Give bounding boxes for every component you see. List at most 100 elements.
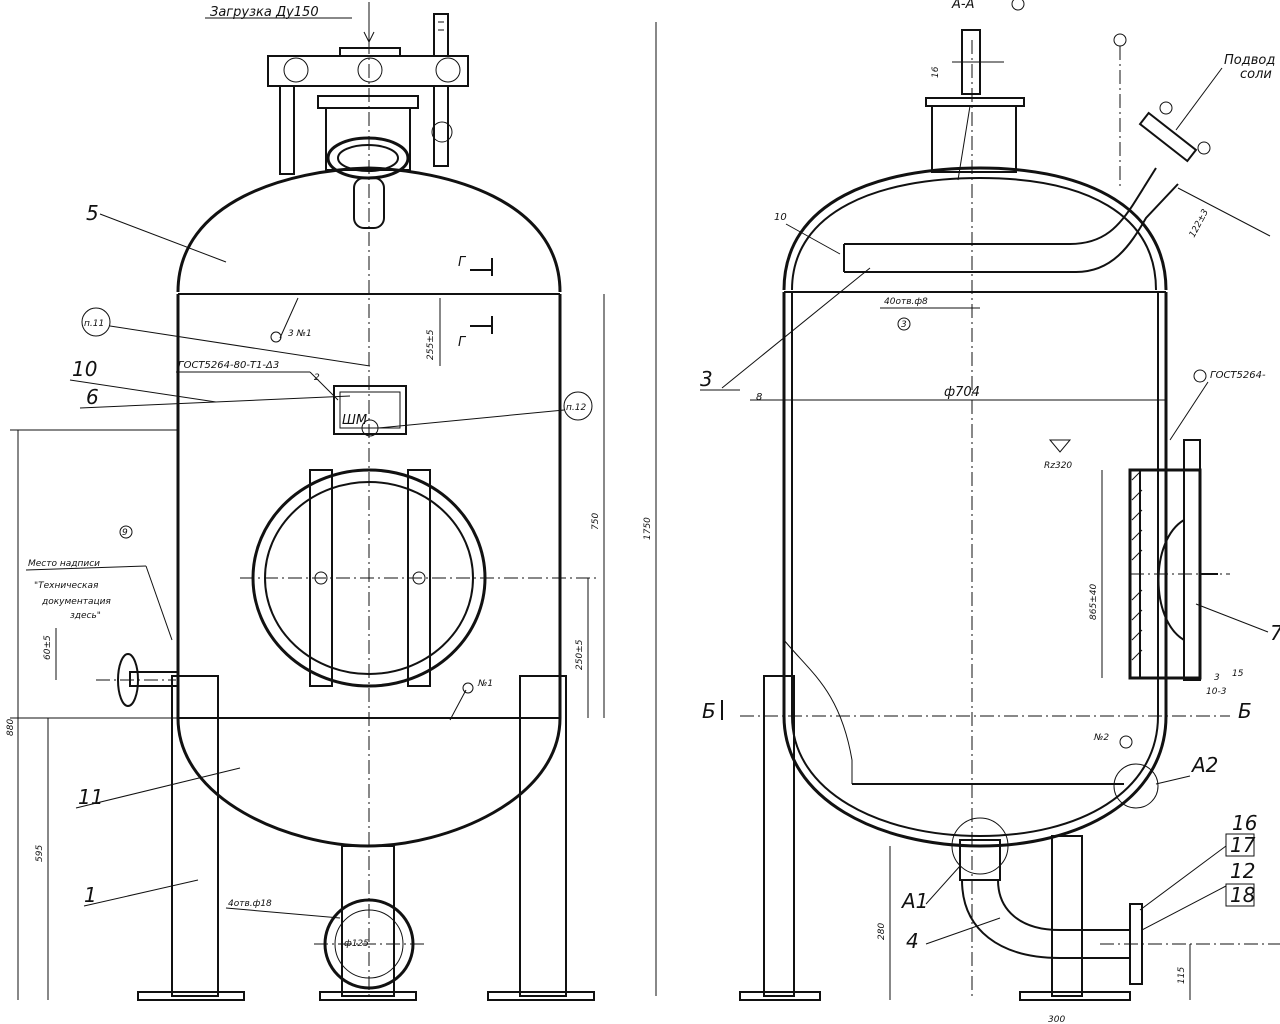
right-note-gost: ГОСТ5264- [1210,370,1266,381]
dim-115: 115 [1177,967,1187,984]
top-flange-cap [339,47,401,57]
leader-3n1 [279,297,299,339]
right-neck [931,105,1017,173]
inscription-line-1: Место надписи [28,559,100,569]
part-label-16: 16 [1232,811,1257,835]
hatch-5 [1131,549,1143,561]
leader-a1-line [925,865,961,905]
part-label-7: 7 [1270,621,1280,645]
top-stud [433,13,449,57]
note-3n1: 3 №1 [288,329,312,339]
detail-a1-circle [951,817,1009,875]
hatch-2 [1131,489,1143,501]
nameplate-inner [339,391,401,429]
section-b-right: Б [1238,699,1252,723]
part-label-10: 10 [72,357,97,381]
inscription-underline [25,565,147,571]
right-top-head-inner [791,176,1157,291]
right-bottom-head [782,715,1168,848]
hatch-9 [1131,649,1143,661]
part-label-6: 6 [86,385,99,409]
loading-label: Загрузка Ду150 [210,5,319,20]
right-note-n2: №2 [1093,733,1109,743]
note-n1: №1 [477,679,493,689]
dim-250: 250±5 [575,639,585,670]
dim-255: 255±5 [426,329,436,360]
feed-leader [1175,67,1223,131]
bubble-9 [119,525,133,539]
leader-a2-line [1155,775,1191,785]
part-label-18: 18 [1230,883,1255,907]
feed-dim-ext [1177,187,1271,237]
right-note-rz: Rz320 [1044,461,1072,471]
right-leg-left [763,675,795,997]
note-holes: 4отв.ф18 [228,899,272,909]
distributor-pipe-bottom [844,183,1179,273]
right-note-e15: 15 [1232,669,1244,679]
right-foot-left [739,991,821,1001]
right-bottom-head-inner [791,715,1159,838]
right-note-e10: 10-3 [1206,687,1227,697]
right-note-holes: 40отв.ф8 [884,297,928,307]
right-note-16: 16 [931,66,941,78]
nameplate [333,385,407,435]
part-label-4: 4 [906,929,919,953]
bubble-9-text: 9 [122,528,128,538]
frame-post-right [433,85,449,167]
bubble-p11-text: п.11 [84,319,104,329]
hatch-7 [1131,609,1143,621]
part-box-18 [1225,883,1255,907]
leader-6 [79,395,351,409]
right-bubble-3-text: 3 [901,320,907,330]
flange-bolt-left [283,57,309,83]
roughness-mark [1048,439,1072,453]
leader-a1: А1 [900,889,928,913]
side-hatch-dish [1157,519,1185,641]
dim-122: 122±3 [1188,208,1211,240]
nozzle-2-marker [1119,735,1133,749]
bottom-elbow-inner [997,879,1130,931]
right-bubble-3 [897,317,911,331]
right-foot-right [1019,991,1131,1001]
hatch-8 [1131,629,1143,641]
leader-p12 [377,409,565,429]
weld-index: 2 [314,373,320,383]
leader-1 [83,879,199,907]
frame-post-left [279,85,295,175]
dim-865: 865±40 [1089,584,1099,620]
weld-leader [309,371,339,401]
leader-4 [925,917,1001,945]
leg-right [519,675,567,997]
part-label-5: 5 [86,201,99,225]
leader-holes [225,907,341,919]
right-note-10: 10 [774,212,787,223]
bottom-outlet [959,839,1001,881]
right-neck-flange [925,97,1025,107]
leader-16 [1139,845,1227,911]
nozzle-marker-top [1113,33,1127,47]
note-pipe: ф125 [344,939,369,949]
right-top-head [782,166,1168,291]
gost-leader [1169,381,1209,441]
part-label-11: 11 [78,785,103,809]
cutaway-edge [783,639,853,784]
part-label-3: 3 [700,367,713,391]
distributor-pipe-top [844,167,1157,245]
dim-595: 595 [35,845,45,862]
inscription-line-3: документация [41,597,111,607]
right-leg-right [1051,835,1083,997]
foot-center [319,991,417,1001]
right-note-8: 8 [756,392,762,403]
inscription-line-4: здесь" [70,611,101,621]
dim-750: 750 [591,513,601,530]
nozzle-mark-3 [270,331,282,343]
note-lim: ШМ [342,413,367,428]
section-b-left: Б [702,699,716,723]
section-aa-label: А-А [951,0,974,12]
section-g-bottom: Г [458,335,467,350]
part-box-17 [1225,833,1255,857]
hatch-6 [1131,589,1143,601]
dim-60: 60±5 [43,635,53,660]
bubble-p12-text: п.12 [566,403,586,413]
